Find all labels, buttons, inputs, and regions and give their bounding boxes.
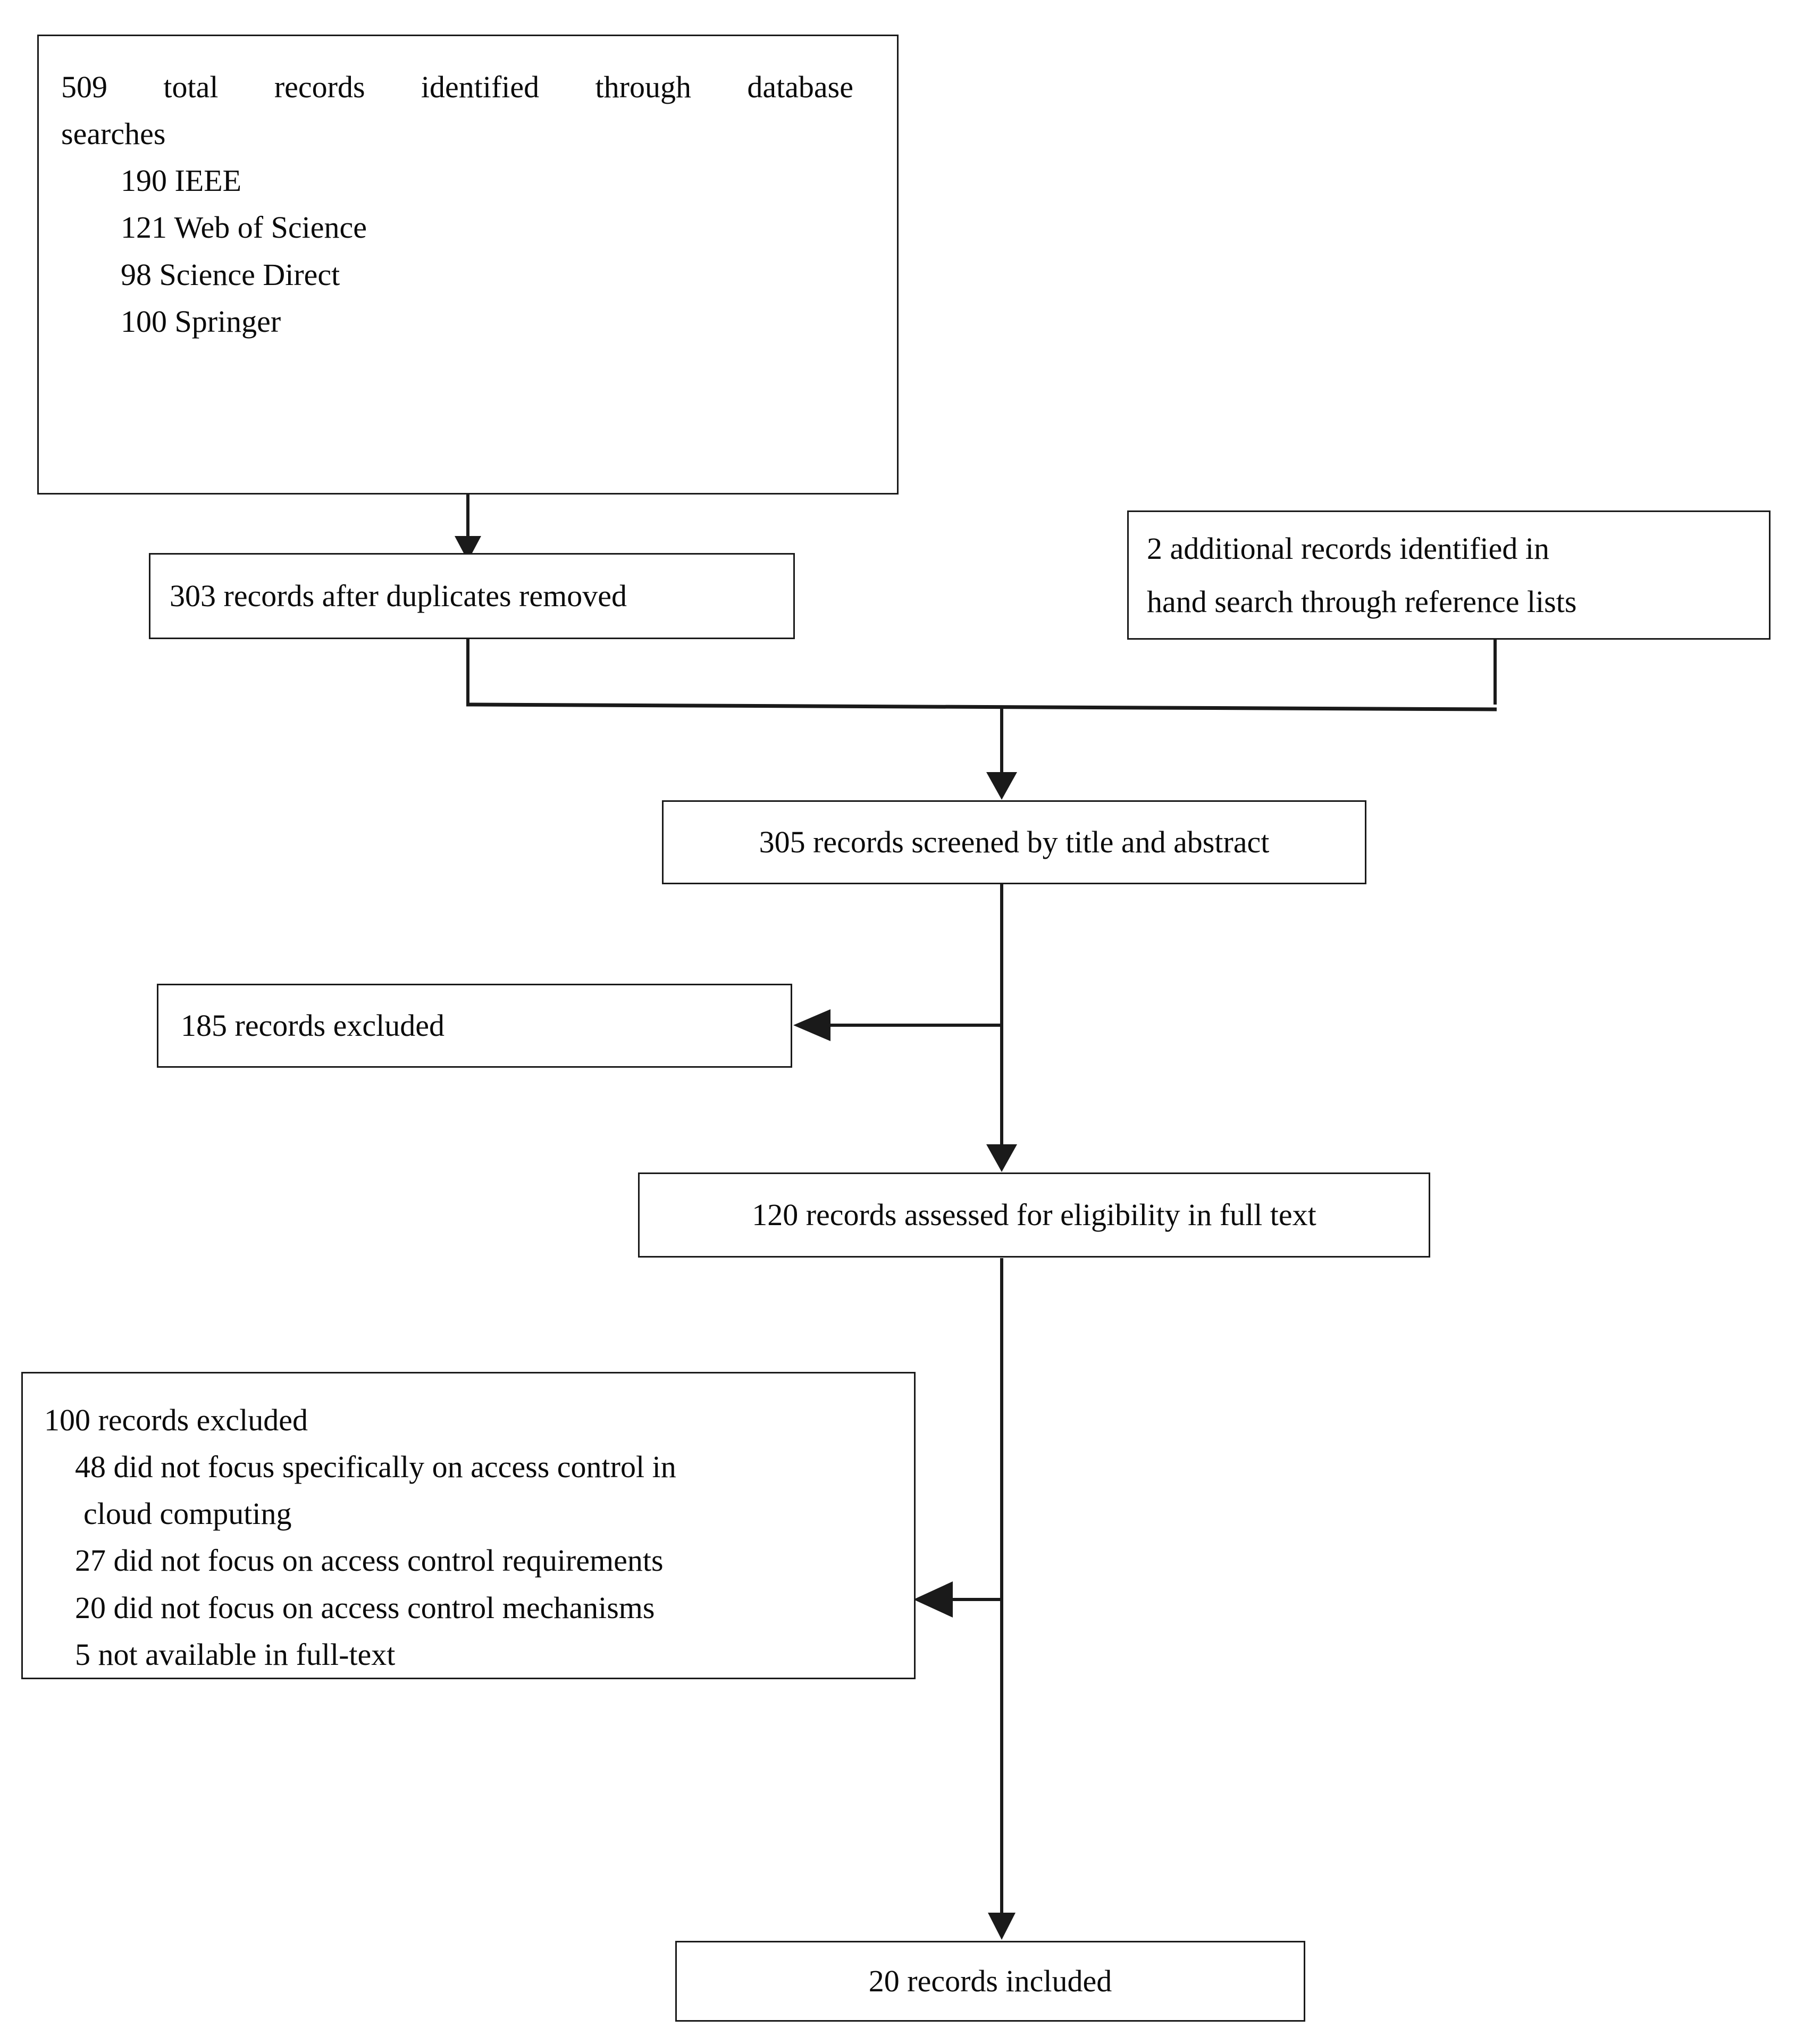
identification-source-springer: 100 Springer xyxy=(121,304,281,339)
connector-screened-to-eligibility xyxy=(986,884,1017,1172)
eligibility-text: 120 records assessed for eligibility in … xyxy=(752,1197,1316,1232)
excluded-reason-1-continuation: cloud computing xyxy=(83,1496,292,1531)
identification-source-ieee: 190 IEEE xyxy=(121,163,242,198)
box-records-included: 20 records included xyxy=(675,1941,1305,2022)
screened-text: 305 records screened by title and abstra… xyxy=(759,824,1270,859)
box-records-screened: 305 records screened by title and abstra… xyxy=(662,800,1366,884)
connector-screened-to-excluded xyxy=(793,1009,1001,1041)
connector-eligibility-to-excluded-fulltext xyxy=(913,1581,1001,1618)
connector-merge-bus xyxy=(466,702,1497,711)
excluded-screening-text: 185 records excluded xyxy=(181,1008,445,1043)
excluded-reason-1: 48 did not focus specifically on access … xyxy=(75,1450,676,1485)
identification-heading-line-2: searches xyxy=(61,116,166,152)
box-records-assessed-eligibility: 120 records assessed for eligibility in … xyxy=(638,1172,1430,1258)
box-records-excluded-screening: 185 records excluded xyxy=(157,984,792,1068)
excluded-reason-3: 20 did not focus on access control mecha… xyxy=(75,1590,655,1625)
box-additional-records-hand-search: 2 additional records identified in hand … xyxy=(1127,510,1771,640)
duplicates-removed-text: 303 records after duplicates removed xyxy=(170,578,627,613)
excluded-fulltext-heading: 100 records excluded xyxy=(44,1403,308,1437)
connector-eligibility-to-included xyxy=(988,1258,1016,1940)
hand-search-line-2: hand search through reference lists xyxy=(1147,584,1577,619)
connector-identification-to-duplicates xyxy=(455,495,481,561)
excluded-reason-4: 5 not available in full-text xyxy=(75,1637,396,1672)
identification-source-science-direct: 98 Science Direct xyxy=(121,257,340,292)
identification-source-web-of-science: 121 Web of Science xyxy=(121,210,367,245)
excluded-reason-2: 27 did not focus on access control requi… xyxy=(75,1543,664,1578)
included-text: 20 records included xyxy=(868,1963,1112,1998)
box-records-excluded-fulltext: 100 records excluded 48 did not focus sp… xyxy=(21,1372,916,1679)
box-total-records-identified: 509 total records identified through dat… xyxy=(37,35,899,495)
identification-heading-line-1: 509 total records identified through dat… xyxy=(61,70,853,104)
connector-merge-to-screened xyxy=(986,707,1017,800)
hand-search-line-1: 2 additional records identified in xyxy=(1147,531,1550,566)
box-records-after-duplicates-removed: 303 records after duplicates removed xyxy=(149,553,795,639)
